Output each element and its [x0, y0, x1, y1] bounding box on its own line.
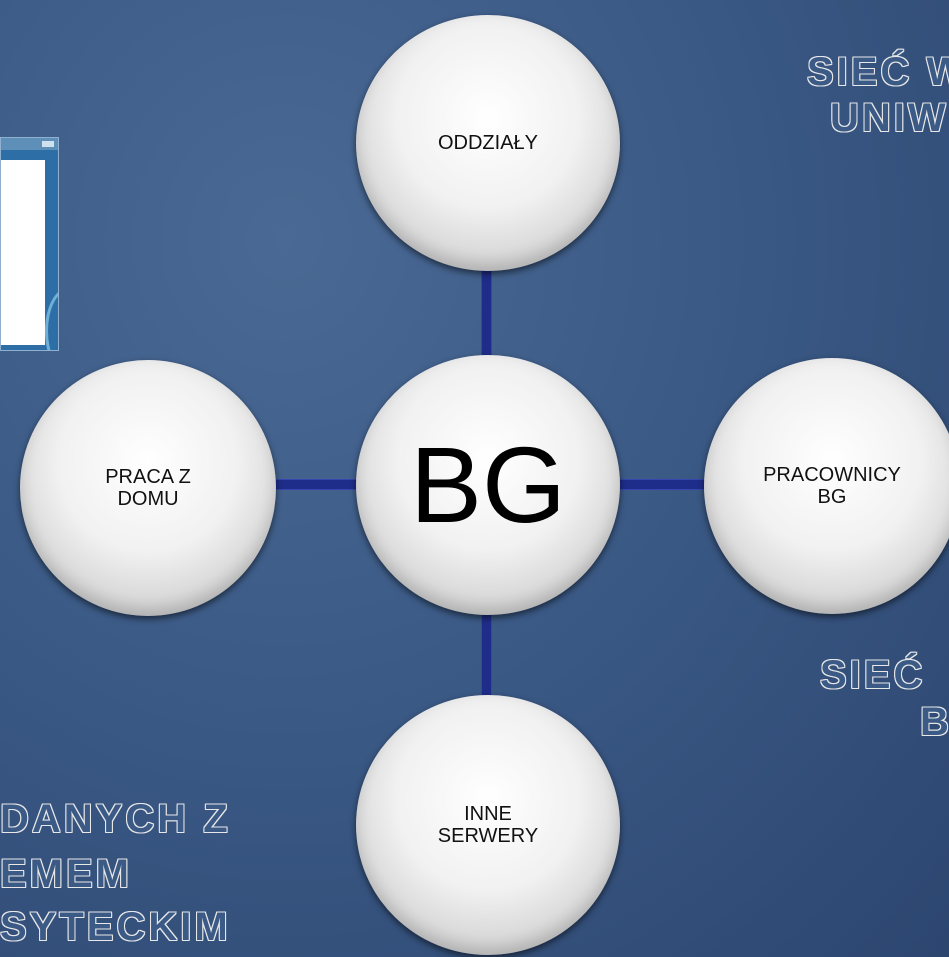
node-praca-z-domu-label: PRACA Z DOMU: [105, 466, 191, 510]
side-text-bottom-left-1: DANYCH Z: [0, 797, 231, 841]
node-bg-center-label: BG: [409, 424, 567, 545]
side-text-top-right-2: UNIW: [830, 96, 949, 140]
node-oddzialy: ODDZIAŁY: [356, 15, 620, 271]
node-pracownicy-bg-label: PRACOWNICY BG: [763, 464, 901, 508]
side-text-bottom-left-2: EMEM: [0, 852, 132, 896]
connector-right: [614, 479, 710, 490]
side-text-mid-right-1: SIEĆ: [820, 653, 926, 697]
side-text-top-right-1: SIEĆ W: [807, 50, 949, 94]
connector-left: [273, 479, 363, 490]
thumbnail-page: [1, 160, 45, 345]
node-inne-serwery-label: INNE SERWERY: [437, 803, 539, 847]
node-praca-z-domu: PRACA Z DOMU: [20, 360, 276, 616]
node-inne-serwery: INNE SERWERY: [356, 695, 620, 955]
connector-bottom: [481, 612, 492, 700]
thumbnail-button: [42, 141, 54, 147]
node-oddzialy-label: ODDZIAŁY: [437, 132, 539, 154]
side-text-mid-right-2: B: [920, 700, 949, 744]
connector-top: [481, 270, 492, 364]
node-pracownicy-bg: PRACOWNICY BG: [704, 358, 949, 614]
embedded-screenshot-thumbnail: [0, 137, 59, 351]
thumbnail-decoration: [45, 288, 58, 350]
side-text-bottom-left-3: SYTECKIM: [0, 905, 231, 949]
node-bg-center: BG: [356, 355, 620, 615]
